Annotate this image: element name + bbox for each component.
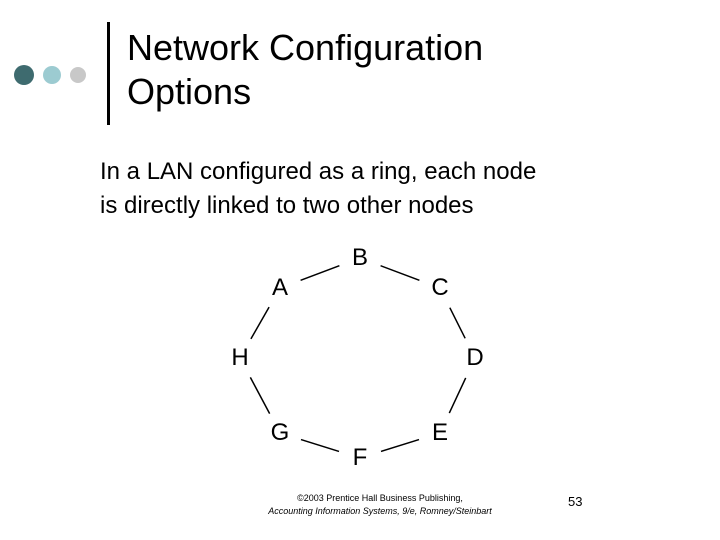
ring-node-f: F bbox=[352, 444, 368, 471]
footer-copyright: ©2003 Prentice Hall Business Publishing, bbox=[297, 493, 463, 503]
ring-link-h-a bbox=[250, 306, 270, 340]
ring-link-e-f bbox=[380, 438, 420, 453]
decor-dot-dark bbox=[14, 65, 34, 85]
ring-link-c-d bbox=[449, 307, 466, 339]
ring-link-a-b bbox=[300, 265, 340, 281]
decor-dot-light bbox=[70, 67, 86, 83]
body-text-line-1: In a LAN configured as a ring, each node bbox=[100, 158, 537, 185]
ring-node-a: A bbox=[271, 274, 288, 301]
footer-book: Accounting Information Systems, 9/e, Rom… bbox=[268, 506, 492, 516]
ring-node-e: E bbox=[431, 419, 448, 446]
body-text-line-2: is directly linked to two other nodes bbox=[100, 192, 474, 219]
ring-node-g: G bbox=[270, 419, 290, 446]
slide-title: Network Configuration Options bbox=[127, 26, 483, 114]
ring-link-b-c bbox=[380, 265, 420, 281]
slide-title-line-1: Network Configuration bbox=[127, 27, 484, 68]
ring-node-b: B bbox=[351, 244, 368, 271]
decor-dot-mid bbox=[43, 66, 61, 84]
body-text: In a LAN configured as a ring, each node… bbox=[100, 155, 536, 223]
ring-node-d: D bbox=[466, 344, 484, 371]
ring-link-f-g bbox=[300, 438, 340, 453]
footer-citation: ©2003 Prentice Hall Business Publishing,… bbox=[230, 492, 530, 518]
slide-title-line-2: Options bbox=[127, 71, 252, 112]
ring-link-g-h bbox=[249, 377, 271, 414]
ring-node-h: H bbox=[231, 344, 249, 371]
ring-link-d-e bbox=[448, 377, 467, 414]
ring-node-c: C bbox=[431, 274, 449, 301]
page-number: 53 bbox=[568, 494, 583, 509]
title-divider bbox=[107, 22, 110, 125]
